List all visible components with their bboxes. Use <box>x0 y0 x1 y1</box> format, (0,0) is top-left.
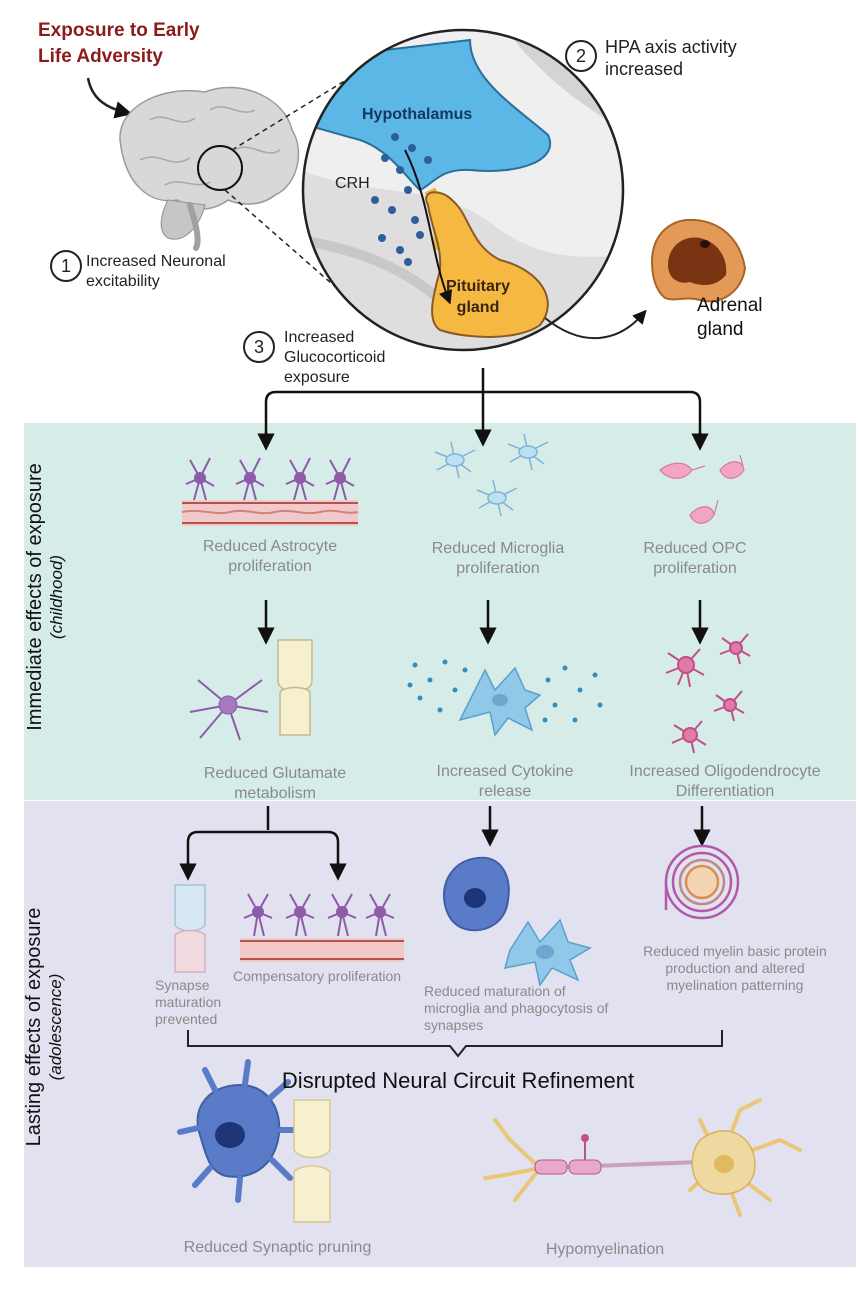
caption-synapse-maturation: Synapse maturation prevented <box>155 977 235 1028</box>
adrenal-line2: gland <box>697 319 744 340</box>
caption-astrocyte-line2: proliferation <box>228 558 312 575</box>
exposure-arrow <box>86 77 133 119</box>
step-1-label: Increased Neuronal excitability <box>86 252 226 292</box>
oligodendrocyte-icons <box>665 633 751 754</box>
adrenal-gland-icon <box>650 218 747 303</box>
opc-icons <box>659 454 745 524</box>
step-3-line3: exposure <box>284 369 350 386</box>
immediate-subtitle: (childhood) <box>47 554 66 640</box>
convergence-bracket <box>187 1030 723 1058</box>
microglia-small-icons <box>434 433 549 517</box>
caption-mg-line2: microglia and phagocytosis of <box>424 1000 609 1016</box>
pituitary-label: Pituitary gland <box>446 276 510 318</box>
step-1-line1: Increased Neuronal <box>86 253 226 270</box>
caption-glutamate-line2: metabolism <box>234 785 316 802</box>
caption-synapse-line3: prevented <box>155 1011 218 1027</box>
adrenal-arrow <box>544 309 647 340</box>
immediate-effects-band <box>24 423 856 800</box>
caption-oligo-line1: Increased Oligodendrocyte <box>629 763 821 780</box>
caption-oligo-line2: Differentiation <box>675 783 775 800</box>
microglia-pruning-icon <box>177 1059 303 1203</box>
astrocyte-synapse-icon <box>189 639 313 741</box>
immediate-title-text: Immediate effects of exposure <box>24 463 46 731</box>
microglia-lasting-icon <box>443 856 592 987</box>
caption-cytokine-line1: Increased Cytokine <box>436 763 574 780</box>
synapse-pruning-icon <box>293 1099 331 1223</box>
neuron-hypomyelination-icon <box>483 1098 802 1217</box>
caption-opc-line2: proliferation <box>653 560 737 577</box>
caption-microglia: Reduced Microglia proliferation <box>398 539 598 579</box>
caption-microglia-maturation: Reduced maturation of microglia and phag… <box>424 983 608 1034</box>
step-1-line2: excitability <box>86 273 160 290</box>
step-2-line2: increased <box>605 59 684 79</box>
myelin-spiral-icon <box>664 844 740 920</box>
exposure-title-line1: Exposure to Early <box>38 20 200 41</box>
caption-microglia-line1: Reduced Microglia <box>431 540 565 557</box>
caption-synapse-line2: maturation <box>155 994 222 1010</box>
caption-cytokine: Increased Cytokine release <box>400 762 610 802</box>
hypothalamus-shape <box>303 38 552 192</box>
caption-opc: Reduced OPC proliferation <box>605 539 785 579</box>
caption-hypomyelination: Hypomyelination <box>545 1241 665 1258</box>
immediate-effects-side-title: Immediate effects of exposure (childhood… <box>24 457 68 737</box>
lasting-effects-side-title: Lasting effects of exposure (adolescence… <box>23 892 67 1162</box>
adrenal-line1: Adrenal <box>697 295 763 316</box>
pituitary-line2: gland <box>456 299 500 316</box>
step-2-line1: HPA axis activity <box>605 37 737 57</box>
step-3-line1: Increased <box>284 329 355 346</box>
caption-myelin-line1: Reduced myelin basic protein <box>643 943 827 959</box>
caption-astrocyte-line1: Reduced Astrocyte <box>202 538 338 555</box>
exposure-title: Exposure to Early Life Adversity <box>38 18 200 70</box>
caption-astrocyte: Reduced Astrocyte proliferation <box>170 537 370 577</box>
caption-opc-line1: Reduced OPC <box>643 540 747 557</box>
adrenal-label: Adrenal gland <box>697 294 763 342</box>
caption-synaptic-pruning: Reduced Synaptic pruning <box>183 1239 372 1256</box>
caption-microglia-line2: proliferation <box>456 560 540 577</box>
cytokine-release-icon <box>407 659 603 737</box>
synapse-icon <box>174 884 206 973</box>
step-3-badge: 3 <box>243 331 275 363</box>
caption-synapse-line1: Synapse <box>155 977 210 993</box>
astrocyte-vessel-icon <box>181 457 359 526</box>
caption-mg-line1: Reduced maturation of <box>424 983 566 999</box>
step-3-line2: Glucocorticoid <box>284 349 386 366</box>
step-3-label: Increased Glucocorticoid exposure <box>284 328 385 388</box>
step-2-badge: 2 <box>565 40 597 72</box>
caption-compensatory: Compensatory proliferation <box>233 968 402 984</box>
caption-myelin: Reduced myelin basic protein production … <box>620 943 850 994</box>
brain-zoom-circle <box>197 145 243 191</box>
caption-glutamate-line1: Reduced Glutamate <box>203 765 347 782</box>
lasting-title-text: Lasting effects of exposure <box>23 907 45 1147</box>
caption-myelin-line3: myelination patterning <box>666 977 804 993</box>
step-2-label: HPA axis activity increased <box>605 36 737 80</box>
pituitary-line1: Pituitary <box>446 278 511 295</box>
caption-oligodendrocyte: Increased Oligodendrocyte Differentiatio… <box>605 762 845 802</box>
hypothalamus-label: Hypothalamus <box>362 106 473 123</box>
brain-icon <box>119 86 300 251</box>
compensatory-astrocyte-icon <box>240 893 404 962</box>
lasting-subtitle: (adolescence) <box>46 973 65 1081</box>
caption-cytokine-line2: release <box>478 783 532 800</box>
caption-mg-line3: synapses <box>424 1017 484 1033</box>
crh-label: CRH <box>335 175 370 192</box>
hpa-zoom-view <box>303 30 623 350</box>
exposure-title-line2: Life Adversity <box>38 46 163 67</box>
disrupted-refinement-title: Disrupted Neural Circuit Refinement <box>281 1068 635 1093</box>
step-1-badge: 1 <box>50 250 82 282</box>
crh-dots <box>371 133 432 266</box>
caption-myelin-line2: production and altered <box>665 960 805 976</box>
caption-glutamate: Reduced Glutamate metabolism <box>175 764 375 804</box>
